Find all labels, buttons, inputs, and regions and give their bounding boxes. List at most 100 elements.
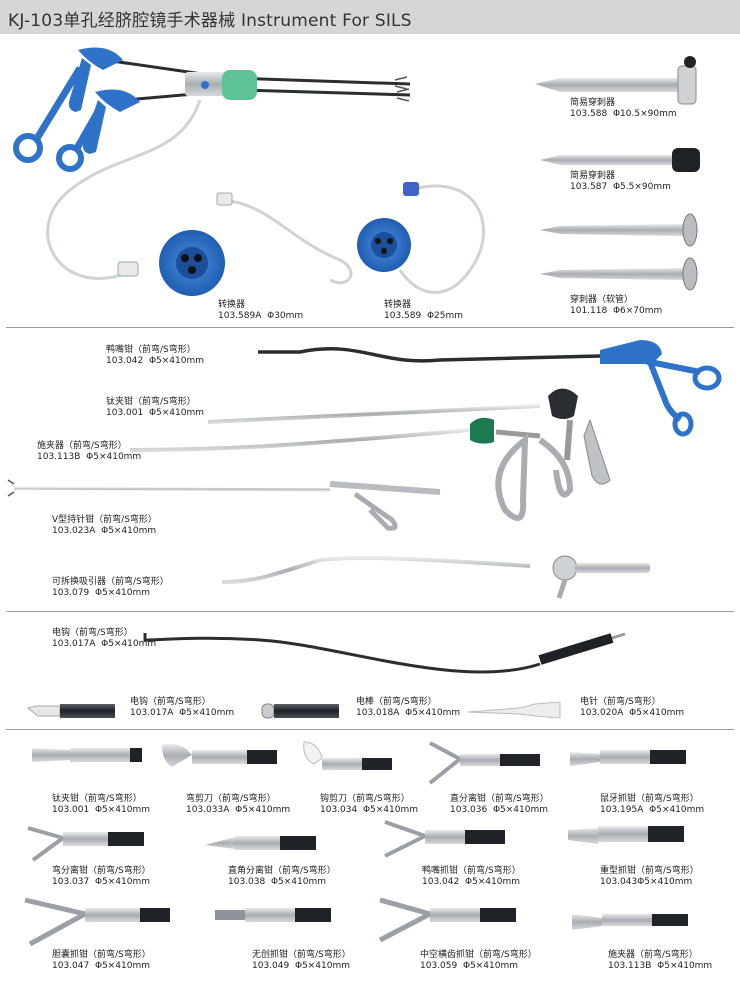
label-tip-gallery-6: 弯分离钳（前弯/S弯形） 103.037 Φ5×410mm (52, 866, 151, 888)
label-long-3: 施夹器（前弯/S弯形） 103.113B Φ5×410mm (37, 441, 141, 463)
label-tip-gallery-13: 施夹器（前弯/S弯形） 103.113B Φ5×410mm (608, 950, 712, 972)
item-code-size: 103.001 Φ5×410mm (106, 408, 205, 418)
section-divider-3 (6, 729, 734, 730)
label-trocar-103-588: 简易穿刺器 103.588 Φ10.5×90mm (570, 98, 677, 120)
label-tip-gallery-1: 钛夹钳（前弯/S弯形） 103.001 Φ5×410mm (52, 794, 150, 816)
label-tip-gallery-7: 直角分离钳（前弯/S弯形） 103.038 Φ5×410mm (228, 866, 336, 888)
item-code-size: 103.113B Φ5×410mm (37, 452, 142, 462)
item-code-size: 103.059 Φ5×410mm (420, 961, 519, 971)
item-name: 钛夹钳（前弯/S弯形） (52, 794, 142, 804)
item-code-size: 103.047 Φ5×410mm (52, 961, 151, 971)
item-name: 电棒（前弯/S弯形） (356, 697, 437, 707)
tip-1 (32, 748, 142, 762)
item-code-size: 103.020A Φ5×410mm (580, 708, 685, 718)
item-code-size: 103.588 Φ10.5×90mm (570, 109, 677, 119)
label-converter-25mm: 转换器 103.589 Φ25mm (384, 300, 463, 322)
item-name: 钩剪刀（前弯/S弯形） (320, 794, 410, 804)
page-title: KJ-103单孔经脐腔镜手术器械 Instrument For SILS (8, 11, 412, 31)
label-tip-rod: 电棒（前弯/S弯形） 103.018A Φ5×410mm (356, 697, 460, 719)
header-bar: KJ-103单孔经脐腔镜手术器械 Instrument For SILS (0, 0, 740, 34)
tip-9 (568, 826, 684, 844)
item-code-size: 103.589 Φ25mm (384, 311, 464, 321)
item-code-size: 103.018A Φ5×410mm (356, 708, 461, 718)
tip-2 (162, 744, 277, 767)
item-code-size: 101.118 Φ6×70mm (570, 306, 663, 316)
item-name: 可拆换吸引器（前弯/S弯形） (52, 577, 169, 587)
trocar-10-5mm-image (535, 56, 697, 105)
item-name: 施夹器（前弯/S弯形） (37, 441, 127, 451)
item-name: 重型抓钳（前弯/S弯形） (600, 866, 699, 876)
trocar-5-5mm-image (540, 148, 700, 172)
item-name: 转换器 (384, 300, 412, 310)
tip-13 (572, 914, 688, 930)
item-name: 穿刺器（软管） (570, 295, 634, 305)
item-name: V型持针钳（前弯/S弯形） (52, 515, 157, 525)
tip-6 (27, 826, 144, 862)
converter-25mm-image (357, 218, 411, 272)
item-code-size: 103.017A Φ5×410mm (130, 708, 235, 718)
label-tip-gallery-4: 直分离钳（前弯/S弯形） 103.036 Φ5×410mm (450, 794, 549, 816)
item-name: 施夹器（前弯/S弯形） (608, 950, 698, 960)
label-long-1: 鸭嘴钳（前弯/S弯形） 103.042 Φ5×410mm (106, 345, 204, 367)
label-tip-gallery-12: 中空横齿抓钳（前弯/S弯形） 103.059 Φ5×410mm (420, 950, 537, 972)
item-name: 简易穿刺器 (570, 171, 616, 181)
converter-30mm-image (159, 230, 225, 296)
item-code-size: 103.042 Φ5×410mm (422, 877, 521, 887)
label-tip-gallery-5: 鼠牙抓钳（前弯/S弯形） 103.195A Φ5×410mm (600, 794, 704, 816)
item-name: 直角分离钳（前弯/S弯形） (228, 866, 336, 876)
item-name: 弯分离钳（前弯/S弯形） (52, 866, 151, 876)
label-trocar-103-587: 简易穿刺器 103.587 Φ5.5×90mm (570, 171, 671, 193)
label-tip-gallery-11: 无创抓钳（前弯/S弯形） 103.049 Φ5×410mm (252, 950, 351, 972)
item-code-size: 103.113B Φ5×410mm (608, 961, 713, 971)
label-tip-gallery-8: 鸭嘴抓钳（前弯/S弯形） 103.042 Φ5×410mm (422, 866, 521, 888)
item-code-size: 103.587 Φ5.5×90mm (570, 182, 671, 192)
label-converter-30mm: 转换器 103.589A Φ30mm (218, 300, 303, 322)
label-tip-gallery-9: 重型抓钳（前弯/S弯形） 103.043Φ5×410mm (600, 866, 699, 888)
item-code-size: 103.038 Φ5×410mm (228, 877, 327, 887)
item-name: 中空横齿抓钳（前弯/S弯形） (420, 950, 537, 960)
tip-8 (384, 820, 505, 858)
label-tip-needle: 电针（前弯/S弯形） 103.020A Φ5×410mm (580, 697, 684, 719)
item-name: 鼠牙抓钳（前弯/S弯形） (600, 794, 699, 804)
item-name: 电钩（前弯/S弯形） (130, 697, 211, 707)
label-trocar-soft: 穿刺器（软管） 101.118 Φ6×70mm (570, 295, 662, 317)
item-name: 鸭嘴钳（前弯/S弯形） (106, 345, 196, 355)
tip-11 (215, 908, 331, 922)
sils-port-instruments (13, 47, 700, 296)
label-hook-main: 电钩（前弯/S弯形） 103.017A Φ5×410mm (52, 628, 156, 650)
item-code-size: 103.033A Φ5×410mm (186, 805, 291, 815)
tip-12 (378, 897, 516, 943)
tip-4 (428, 741, 540, 785)
item-name: 电钩（前弯/S弯形） (52, 628, 133, 638)
tip-7 (205, 836, 316, 850)
trocar-soft-image (540, 213, 698, 291)
label-tip-hook: 电钩（前弯/S弯形） 103.017A Φ5×410mm (130, 697, 234, 719)
item-name: 胆囊抓钳（前弯/S弯形） (52, 950, 151, 960)
electrode-instruments (26, 632, 626, 719)
item-name: 电针（前弯/S弯形） (580, 697, 661, 707)
section-divider-1 (6, 327, 734, 328)
tip-10 (24, 897, 170, 947)
item-code-size: 103.001 Φ5×410mm (52, 805, 151, 815)
item-code-size: 103.023A Φ5×410mm (52, 526, 157, 536)
item-name: 无创抓钳（前弯/S弯形） (252, 950, 351, 960)
item-code-size: 103.042 Φ5×410mm (106, 356, 205, 366)
item-code-size: 103.034 Φ5×410mm (320, 805, 419, 815)
tip-3 (303, 741, 392, 770)
item-code-size: 103.079 Φ5×410mm (52, 588, 151, 598)
label-long-5: 可拆换吸引器（前弯/S弯形） 103.079 Φ5×410mm (52, 577, 169, 599)
item-code-size: 103.195A Φ5×410mm (600, 805, 705, 815)
tip-5 (570, 750, 686, 766)
label-tip-gallery-2: 弯剪刀（前弯/S弯形） 103.033A Φ5×410mm (186, 794, 290, 816)
item-code-size: 103.036 Φ5×410mm (450, 805, 549, 815)
item-code-size: 103.017A Φ5×410mm (52, 639, 157, 649)
tip-gallery (24, 741, 688, 947)
item-code-size: 103.589A Φ30mm (218, 311, 304, 321)
item-code-size: 103.043Φ5×410mm (600, 877, 693, 887)
item-code-size: 103.049 Φ5×410mm (252, 961, 351, 971)
label-long-2: 钛夹钳（前弯/S弯形） 103.001 Φ5×410mm (106, 397, 204, 419)
item-name: 钛夹钳（前弯/S弯形） (106, 397, 196, 407)
long-instruments (7, 340, 722, 599)
item-name: 转换器 (218, 300, 246, 310)
